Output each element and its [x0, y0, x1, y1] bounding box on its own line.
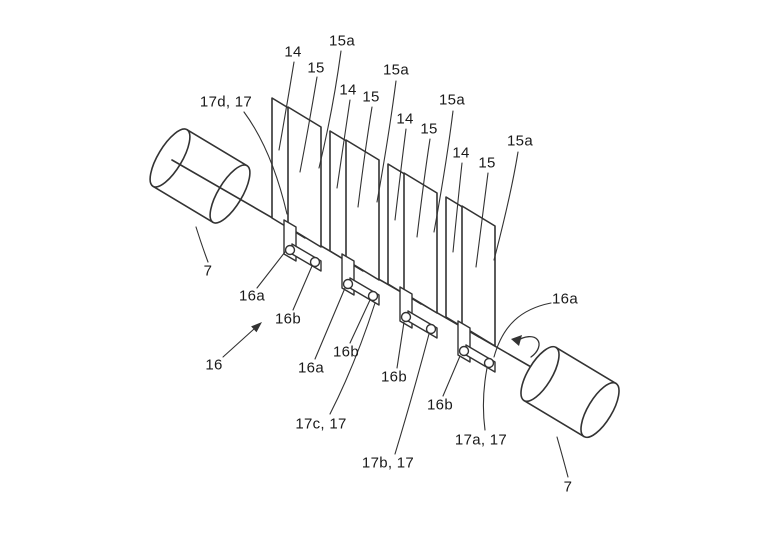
- leader-lines: [195, 50, 569, 478]
- arrow-16-icon: [222, 322, 262, 358]
- leader-16b-3: [396, 321, 405, 369]
- leader-15a-unit4: [493, 151, 519, 261]
- ref-label-15-unit3: 15: [420, 120, 438, 138]
- leader-16b-1: [292, 265, 313, 311]
- leader-17d: [243, 111, 288, 215]
- link-assembly-1: [283, 219, 322, 272]
- leader-7-right: [556, 436, 569, 478]
- leader-15a-unit1: [318, 50, 342, 169]
- leader-16a-1: [256, 251, 286, 289]
- leader-7-left: [195, 226, 209, 263]
- right-cylinder-outer-cap: [580, 381, 620, 439]
- ref-label-16a-right: 16a: [552, 290, 578, 308]
- link-assembly-3: [399, 286, 438, 339]
- leader-16a-right: [493, 302, 552, 358]
- plate-15-2: [345, 139, 380, 281]
- ref-label-14-unit1: 14: [284, 43, 302, 61]
- leader-14-unit2: [336, 99, 351, 189]
- plate-15-3: [403, 172, 438, 314]
- plate-unit-1: [271, 97, 322, 248]
- ref-label-15a-unit4: 15a: [507, 132, 533, 150]
- leader-16b-4: [442, 355, 461, 397]
- ref-label-16a-2: 16a: [298, 359, 324, 377]
- rotation-arrow-icon: [511, 335, 540, 358]
- ref-label-7-right: 7: [563, 478, 573, 496]
- leader-16a-2: [314, 287, 346, 360]
- hole-16b-3: [425, 323, 437, 335]
- leader-17b: [394, 333, 430, 455]
- ref-label-15a-unit1: 15a: [329, 32, 355, 50]
- leader-14-unit3: [394, 128, 407, 221]
- ref-label-16b-2: 16b: [333, 343, 359, 361]
- ref-label-15-unit2: 15: [362, 88, 380, 106]
- leader-17a: [482, 367, 488, 431]
- ref-label-16b-4: 16b: [427, 396, 453, 414]
- ref-label-15-unit1: 15: [307, 59, 325, 77]
- right-cylinder-inner-cap: [520, 345, 560, 403]
- hole-16a-2: [342, 278, 354, 290]
- ref-label-15-unit4: 15: [478, 154, 496, 172]
- ref-label-15a-unit2: 15a: [383, 61, 409, 79]
- leader-16b-2: [349, 299, 371, 344]
- link-assembly-4: [457, 320, 496, 373]
- ref-label-14-unit3: 14: [396, 110, 414, 128]
- right-cylinder: [520, 345, 620, 439]
- hole-16a-4: [458, 345, 470, 357]
- plate-unit-3: [387, 163, 438, 314]
- ref-label-16a-1: 16a: [239, 287, 265, 305]
- ref-label-16: 16: [205, 356, 223, 374]
- leader-17c: [329, 302, 376, 415]
- hole-16a-1: [284, 244, 296, 256]
- plate-unit-4: [445, 196, 496, 347]
- hole-16b-4: [483, 357, 495, 369]
- leader-14-unit1: [278, 61, 295, 151]
- link-assembly-2: [341, 253, 380, 306]
- ref-label-16b-3: 16b: [381, 368, 407, 386]
- ref-label-7-left: 7: [203, 262, 213, 280]
- hole-16b-1: [309, 256, 321, 268]
- plate-unit-2: [329, 130, 380, 281]
- ref-label-17c-17: 17c, 17: [295, 415, 347, 433]
- hole-16b-2: [367, 290, 379, 302]
- ref-label-14-unit2: 14: [339, 81, 357, 99]
- ref-label-16b-1: 16b: [275, 310, 301, 328]
- ref-label-17b-17: 17b, 17: [361, 454, 415, 472]
- hole-16a-3: [400, 311, 412, 323]
- ref-label-17a-17: 17a, 17: [454, 431, 508, 449]
- leader-15-unit2: [357, 106, 373, 208]
- leader-15-unit1: [299, 76, 318, 173]
- ref-label-15a-unit3: 15a: [439, 91, 465, 109]
- ref-label-14-unit4: 14: [452, 144, 470, 162]
- leader-15-unit3: [416, 138, 431, 238]
- leader-15-unit4: [475, 172, 489, 268]
- plate-15-4: [461, 205, 496, 347]
- ref-label-17d-17: 17d, 17: [199, 93, 253, 111]
- leader-15a-unit2: [376, 80, 397, 203]
- leader-15a-unit3: [433, 110, 454, 233]
- leader-14-unit4: [452, 162, 463, 253]
